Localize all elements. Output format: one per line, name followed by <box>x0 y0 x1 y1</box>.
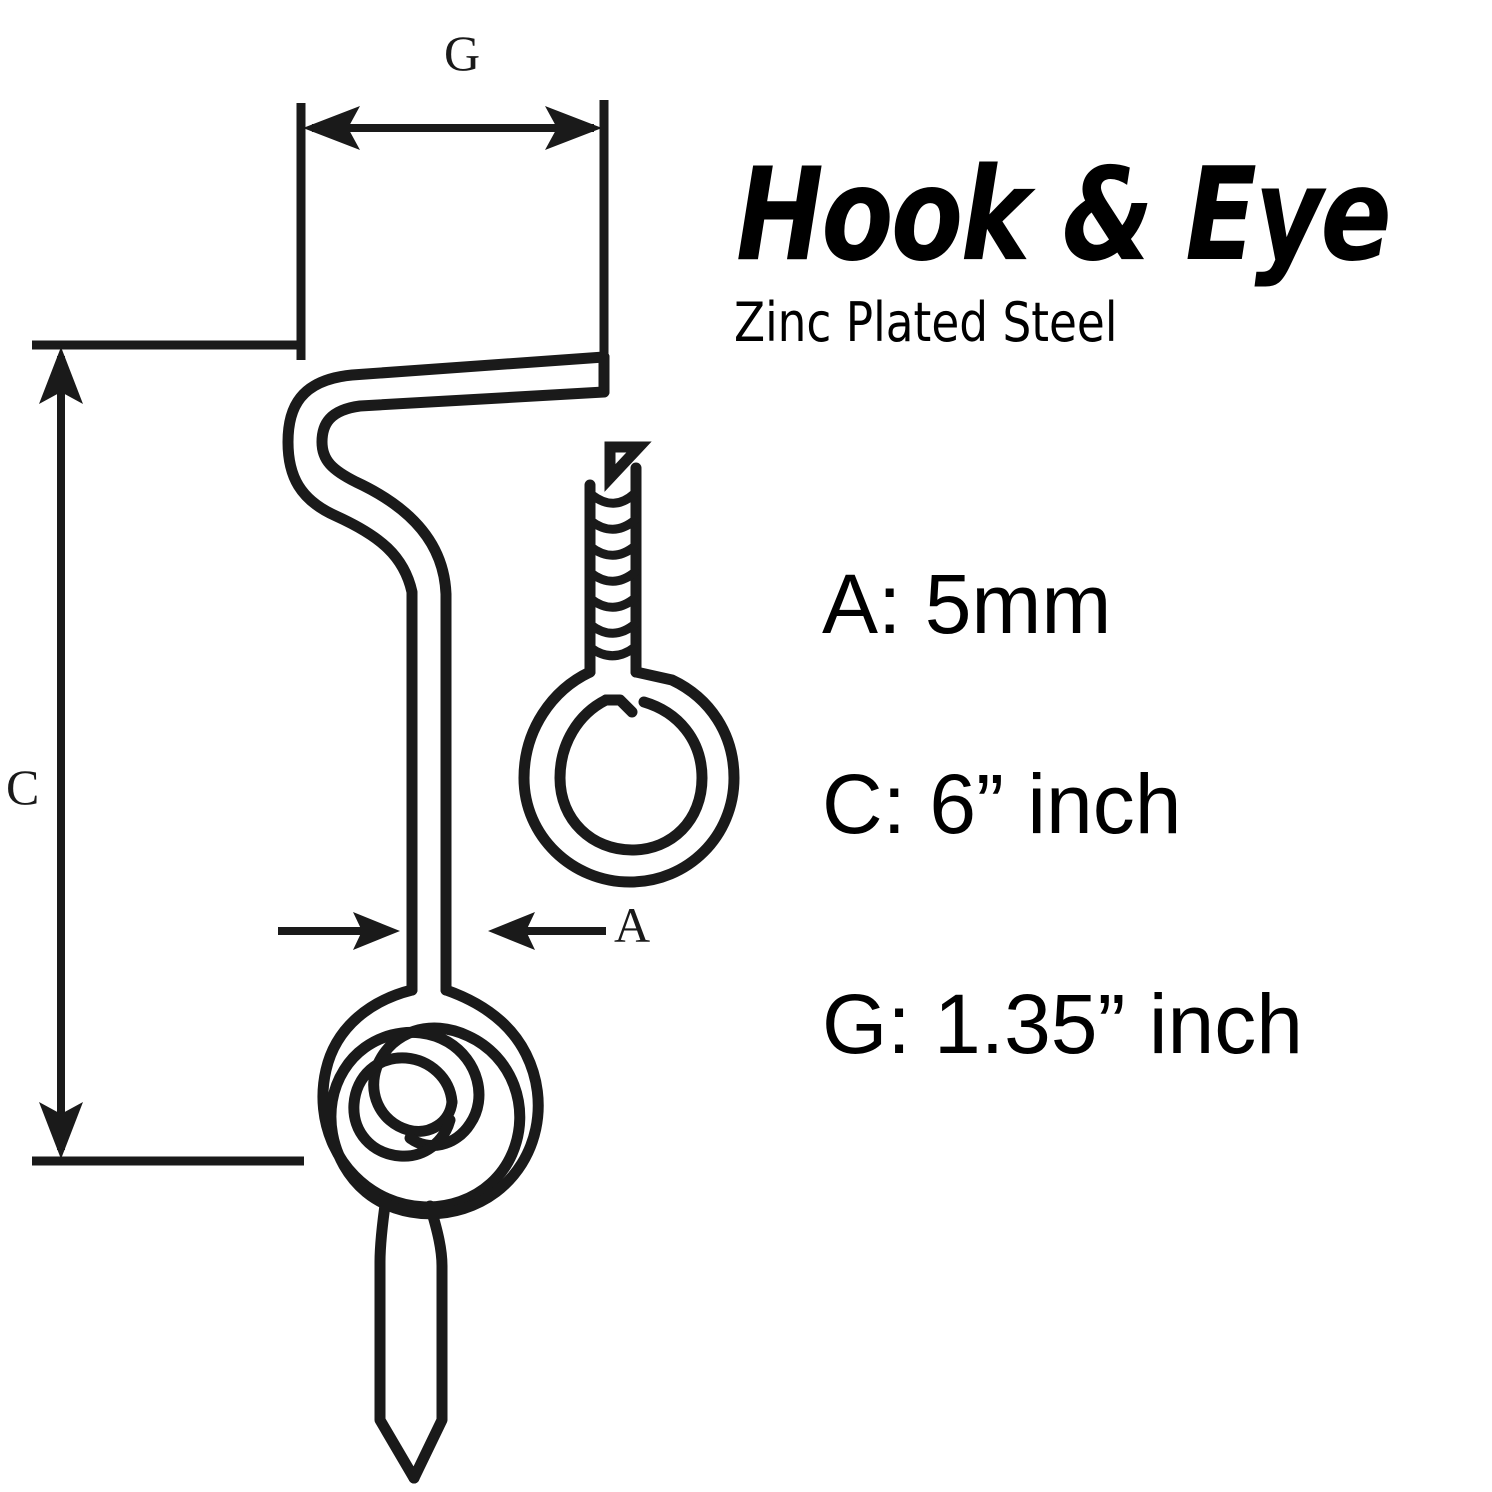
dimension-label-a: A <box>614 897 651 953</box>
hook-knot-inner-loop <box>348 1052 458 1162</box>
hook-top-arm-inner <box>316 386 610 996</box>
dimension-a <box>278 912 606 950</box>
spec-item-a: A: 5mm <box>822 557 1112 651</box>
c-arrowhead-bottom <box>39 1102 83 1159</box>
g-arrowhead-left <box>303 106 360 150</box>
g-arrowhead-right <box>545 106 602 150</box>
a-arrowhead-left <box>353 912 400 950</box>
hook-coil-outer-2 <box>325 984 544 1220</box>
hook-coil-outer <box>317 984 526 1213</box>
c-arrowhead-top <box>39 347 83 404</box>
spec-item-g: G: 1.35” inch <box>822 977 1303 1071</box>
screw-eye-ring-inner <box>554 694 708 856</box>
page-title: Hook & Eye <box>736 141 1392 290</box>
dimension-label-g: G <box>444 25 481 81</box>
screw-eye-threads <box>586 489 640 661</box>
dimension-g <box>296 100 609 392</box>
hook-shank-left <box>374 1192 420 1484</box>
screw-eye-part <box>518 441 740 888</box>
page-subtitle: Zinc Plated Steel <box>734 291 1118 354</box>
hook-top-arm-outer <box>282 351 610 996</box>
screw-eye-tip <box>604 441 652 492</box>
spec-item-c: C: 6” inch <box>822 757 1182 851</box>
screw-eye-ring-outer <box>518 666 740 888</box>
dimension-c <box>32 340 304 1166</box>
dimension-label-c: C <box>6 759 40 815</box>
hook-part <box>282 351 610 1484</box>
screw-eye-ring-joint <box>600 694 638 718</box>
hook-shank-right <box>408 1200 448 1484</box>
a-arrowhead-right <box>488 912 535 950</box>
